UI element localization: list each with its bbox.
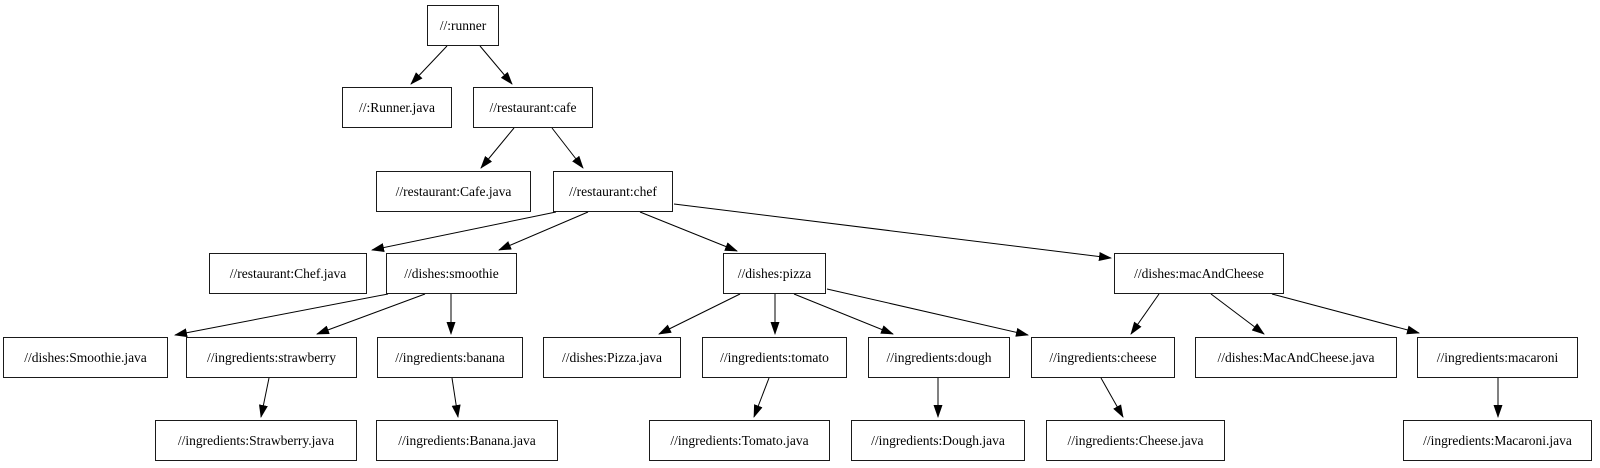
node-banana: //ingredients:banana bbox=[377, 337, 523, 378]
edge-chef-pizza bbox=[639, 211, 738, 252]
edge-runner-runner_java bbox=[410, 45, 448, 85]
node-dough: //ingredients:dough bbox=[868, 337, 1010, 378]
node-banana-java: //ingredients:Banana.java bbox=[376, 420, 558, 461]
edge-chef-smoothie bbox=[498, 211, 589, 251]
edge-smoothie-strawberry bbox=[316, 293, 426, 335]
node-tomato: //ingredients:tomato bbox=[702, 337, 847, 378]
edge-cheese-cheese_java bbox=[1100, 377, 1124, 418]
edge-mac-cheese bbox=[1130, 293, 1160, 335]
node-runner-java: //:Runner.java bbox=[342, 87, 452, 128]
edge-pizza-pizza_java bbox=[658, 293, 741, 335]
node-smoothie: //dishes:smoothie bbox=[386, 253, 517, 294]
edge-pizza-dough bbox=[793, 293, 894, 335]
node-chef-java: //restaurant:Chef.java bbox=[209, 253, 367, 294]
node-strawberry-java: //ingredients:Strawberry.java bbox=[155, 420, 357, 461]
node-tomato-java: //ingredients:Tomato.java bbox=[649, 420, 830, 461]
edge-mac-macaroni bbox=[1271, 293, 1420, 335]
edge-tomato-tomato_java bbox=[753, 377, 770, 418]
node-macaroni: //ingredients:macaroni bbox=[1417, 337, 1578, 378]
node-mac-and-cheese: //dishes:macAndCheese bbox=[1114, 253, 1284, 294]
node-pizza: //dishes:pizza bbox=[723, 253, 826, 294]
node-mac-and-cheese-java: //dishes:MacAndCheese.java bbox=[1195, 337, 1397, 378]
node-smoothie-java: //dishes:Smoothie.java bbox=[3, 337, 168, 378]
edge-mac-mac_java bbox=[1210, 293, 1265, 335]
node-cafe-java: //restaurant:Cafe.java bbox=[376, 171, 531, 212]
edge-chef-chef_java bbox=[371, 211, 557, 252]
node-cheese: //ingredients:cheese bbox=[1031, 337, 1175, 378]
edge-strawberry-strawberry_java bbox=[259, 377, 270, 418]
edge-chef-mac bbox=[673, 203, 1112, 261]
node-pizza-java: //dishes:Pizza.java bbox=[543, 337, 681, 378]
node-cafe: //restaurant:cafe bbox=[473, 87, 593, 128]
node-chef: //restaurant:chef bbox=[553, 171, 673, 212]
edge-runner-cafe bbox=[479, 45, 513, 85]
node-cheese-java: //ingredients:Cheese.java bbox=[1046, 420, 1225, 461]
edge-banana-banana_java bbox=[451, 377, 461, 418]
node-macaroni-java: //ingredients:Macaroni.java bbox=[1403, 420, 1592, 461]
edge-cafe-cafe_java bbox=[480, 127, 515, 169]
node-runner: //:runner bbox=[427, 5, 499, 46]
node-dough-java: //ingredients:Dough.java bbox=[851, 420, 1025, 461]
edge-smoothie-smoothie_java bbox=[174, 293, 389, 338]
edge-pizza-cheese bbox=[826, 288, 1029, 337]
edge-cafe-chef bbox=[551, 127, 584, 169]
node-strawberry: //ingredients:strawberry bbox=[186, 337, 357, 378]
